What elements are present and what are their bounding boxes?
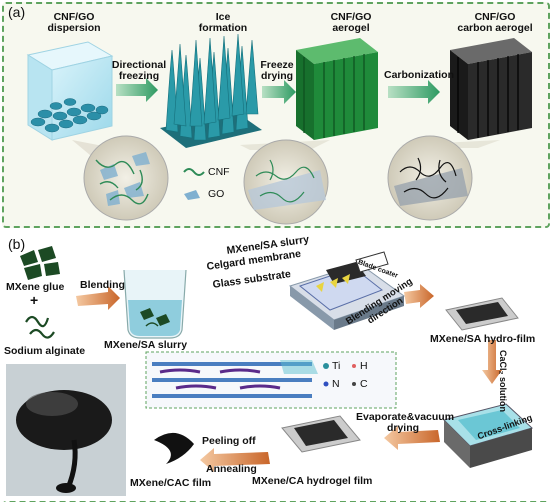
legend-c-dot [352,382,356,386]
mxene-sa-slurry-label: MXene/SA slurry [104,339,188,351]
stage-dispersion-line2: dispersion [47,22,101,34]
stage-ice-label: Ice formation [188,12,258,34]
ice-formation-spikes [160,33,262,148]
mxene-glue-flakes [20,246,60,280]
cac-film-curl [154,432,194,464]
arrow-freezing-label: Directional freezing [108,60,170,82]
cacl2-label: CaCl₂ solution [498,350,508,412]
legend-cnf-symbol [183,168,205,176]
stage-aerogel-line1: CNF/GO [330,11,372,23]
mxene-glue-label: MXene glue [6,281,65,293]
arrow-freezing-line2: freezing [118,70,160,82]
stage-carbon-label: CNF/GO carbon aerogel [448,12,542,34]
arrow-to-hydrofilm [404,284,434,308]
evaporate-line1: Evaporate&vacuum [356,411,455,423]
cac-film-label: MXene/CAC film [130,477,212,489]
stage-dispersion-line1: CNF/GO [53,11,95,23]
panel-b-label: (b) [8,236,26,252]
stage-ice-line1: Ice [215,11,231,23]
carbon-zoom-circle [387,135,473,221]
legend-c-label: C [360,378,368,390]
cross-linking-tray [443,403,533,468]
legend-ti-label: Ti [332,360,341,372]
beaker-slurry [123,269,187,339]
arrow-drying-line1: Freeze [260,59,294,71]
evaporate-label: Evaporate&vacuum drying [356,411,455,434]
stage-ice-line2: formation [198,22,248,34]
legend-h-dot [352,364,356,368]
arrow-peeling [200,448,270,472]
arrow-blending [76,286,120,310]
peeling-off-label: Peeling off [202,435,256,447]
dark-solution-photo [6,364,126,496]
plus-sign: + [30,292,39,308]
structure-inset [145,351,397,409]
dispersion-cube [26,41,114,141]
legend-ti-dot [323,363,329,369]
arrow-drying-label: Freeze drying [256,60,298,82]
stage-aerogel-line2: aerogel [332,22,370,34]
legend-go-symbol [184,190,200,200]
aerogel-block [296,38,378,140]
annealing-label: Annealing [206,463,257,475]
sodium-alginate-strands [25,315,55,339]
cnf-go-zoom-circle [83,135,169,221]
blending-label: Blending [80,279,125,291]
legend-h-label: H [360,360,368,372]
stage-carbon-line1: CNF/GO [474,11,516,23]
arrow-freezing-line1: Directional [111,59,167,71]
stage-dispersion-label: CNF/GO dispersion [34,12,114,34]
legend-n-label: N [332,378,340,390]
hydro-film-label: MXene/SA hydro-film [430,333,536,345]
evaporate-line2: drying [386,422,420,434]
stage-carbon-line2: carbon aerogel [457,22,533,34]
arrow-drying-line2: drying [260,70,294,82]
ca-hydrogel-film [281,415,361,453]
legend-cnf-label: CNF [208,166,230,178]
stage-aerogel-label: CNF/GO aerogel [316,12,386,34]
aerogel-zoom-circle [243,139,329,225]
arrow-evaporate [384,426,440,450]
arrow-drying [262,80,296,104]
panel-a-label: (a) [8,4,26,20]
blade-coater-device [288,251,406,330]
legend-go-label: GO [208,188,225,200]
arrow-cacl2 [482,340,502,384]
arrow-carbonization [388,80,440,104]
ca-hydrogel-label: MXene/CA hydrogel film [252,475,373,487]
arrow-carbonization-label: Carbonization [384,69,454,81]
hydro-film [445,297,519,331]
arrow-freezing [116,78,158,102]
legend-n-dot [323,381,329,387]
carbon-aerogel-block [450,38,532,140]
sodium-alginate-label: Sodium alginate [4,345,86,357]
